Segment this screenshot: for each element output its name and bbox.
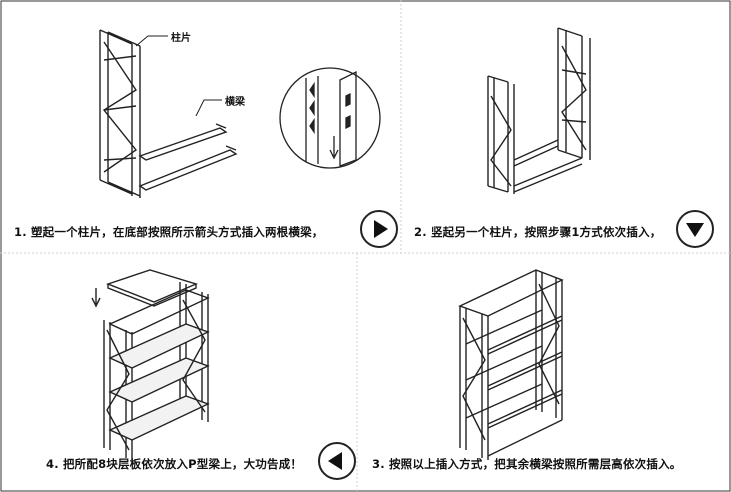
step4-illustration — [91, 269, 210, 460]
arrow-down-icon — [676, 210, 714, 248]
step1-detail-zoom — [279, 67, 381, 169]
arrow-right-icon — [360, 210, 398, 248]
arrow-left-icon — [318, 442, 356, 480]
step3-illustration — [458, 269, 564, 460]
step4-caption: 4. 把所配8块层板依次放入P型梁上，大功告成！ — [46, 457, 303, 471]
step3-caption: 3. 按照以上插入方式，把其余横梁按照所需层高依次插入。 — [372, 457, 682, 471]
step1-caption: 1. 塑起一个柱片，在底部按照所示箭头方式插入两根横梁， — [14, 225, 324, 239]
label-beam: 横梁 — [225, 97, 245, 108]
label-upright: 柱片 — [171, 33, 191, 44]
step2-caption: 2. 竖起另一个柱片，按照步骤1方式依次插入， — [414, 225, 662, 239]
step1-illustration — [99, 29, 238, 198]
step2-illustration — [487, 27, 591, 194]
